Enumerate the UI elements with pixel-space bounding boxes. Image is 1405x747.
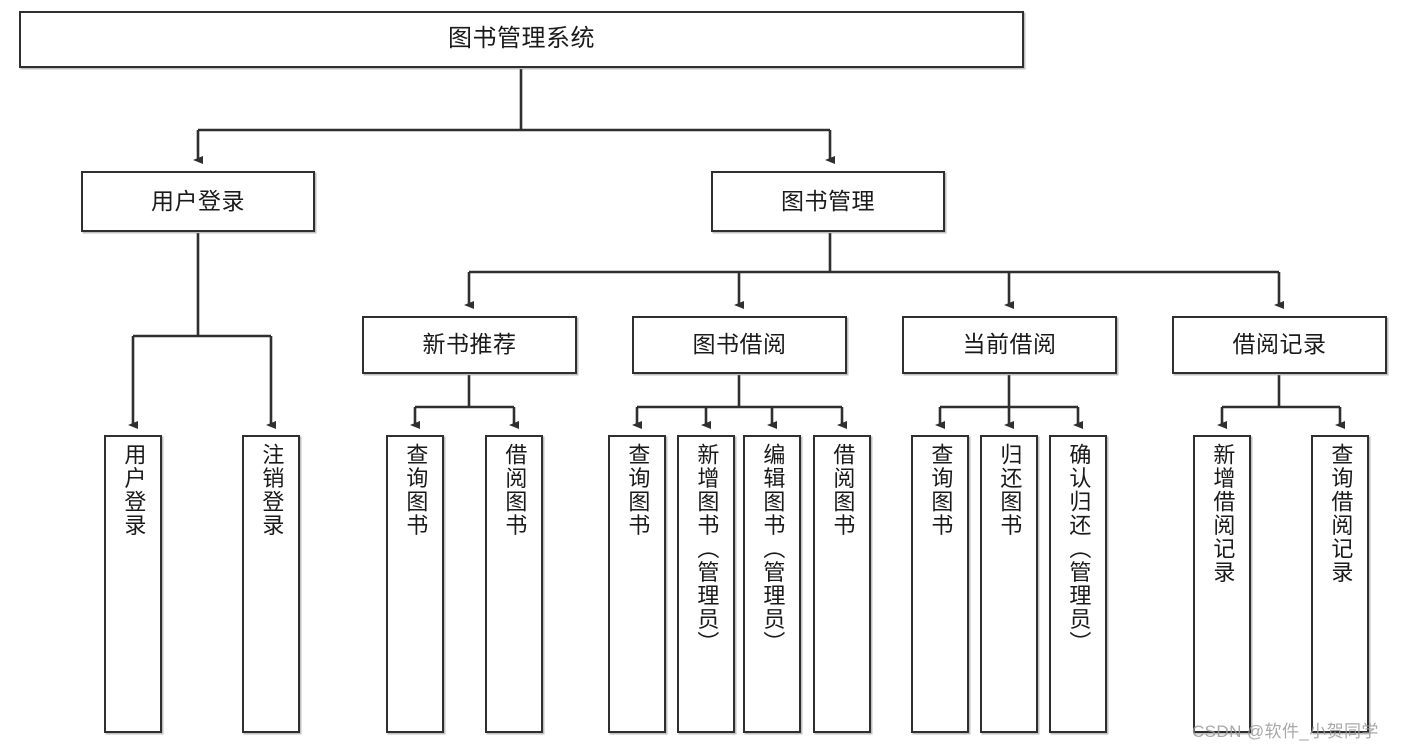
node-label: 用户登录	[151, 187, 245, 214]
node-borrow-record[interactable]: 借阅记录	[1172, 316, 1387, 374]
leaf-record-query-borrow-record[interactable]: 查询借阅记录	[1311, 435, 1369, 733]
leaf-current-query-book[interactable]: 查询图书	[911, 435, 969, 733]
node-label: 借阅记录	[1232, 331, 1327, 358]
node-label: 借阅图书	[502, 443, 528, 537]
node-label: 编辑图书（管理员）	[760, 443, 786, 655]
leaf-borrow-add-book-admin[interactable]: 新增图书（管理员）	[677, 435, 735, 733]
node-root-system[interactable]: 图书管理系统	[19, 11, 1024, 68]
node-label: 新增借阅记录	[1210, 443, 1236, 584]
node-label: 查询图书	[928, 443, 954, 537]
node-label: 新增图书（管理员）	[694, 443, 720, 655]
node-label: 图书管理	[781, 187, 875, 214]
node-label: 查询借阅记录	[1328, 443, 1354, 584]
node-label: 归还图书	[997, 443, 1023, 537]
leaf-current-confirm-return-admin[interactable]: 确认归还（管理员）	[1049, 435, 1107, 733]
csdn-watermark: CSDN @软件_小贺同学	[1192, 722, 1379, 741]
node-label: 确认归还（管理员）	[1066, 443, 1092, 655]
node-label: 借阅图书	[830, 443, 856, 537]
node-label: 查询图书	[403, 443, 429, 537]
leaf-user-logout[interactable]: 注销登录	[242, 435, 300, 733]
node-label: 用户登录	[121, 443, 147, 537]
node-current-borrow[interactable]: 当前借阅	[902, 316, 1117, 374]
node-label: 新书推荐	[422, 331, 517, 358]
leaf-user-login[interactable]: 用户登录	[104, 435, 162, 733]
node-label: 图书借阅	[692, 331, 787, 358]
node-label: 注销登录	[259, 443, 285, 537]
node-book-management[interactable]: 图书管理	[711, 171, 945, 232]
leaf-current-return-book[interactable]: 归还图书	[980, 435, 1038, 733]
node-new-book-recommend[interactable]: 新书推荐	[362, 316, 577, 374]
leaf-recommend-borrow-book[interactable]: 借阅图书	[485, 435, 543, 733]
leaf-record-add-borrow-record[interactable]: 新增借阅记录	[1193, 435, 1251, 733]
leaf-borrow-query-book[interactable]: 查询图书	[608, 435, 666, 733]
leaf-recommend-query-book[interactable]: 查询图书	[386, 435, 444, 733]
node-label: 图书管理系统	[448, 25, 595, 53]
node-label: 当前借阅	[962, 331, 1057, 358]
leaf-borrow-edit-book-admin[interactable]: 编辑图书（管理员）	[743, 435, 801, 733]
node-user-login[interactable]: 用户登录	[81, 171, 315, 232]
node-label: 查询图书	[625, 443, 651, 537]
leaf-borrow-borrow-book[interactable]: 借阅图书	[813, 435, 871, 733]
node-book-borrow[interactable]: 图书借阅	[632, 316, 847, 374]
